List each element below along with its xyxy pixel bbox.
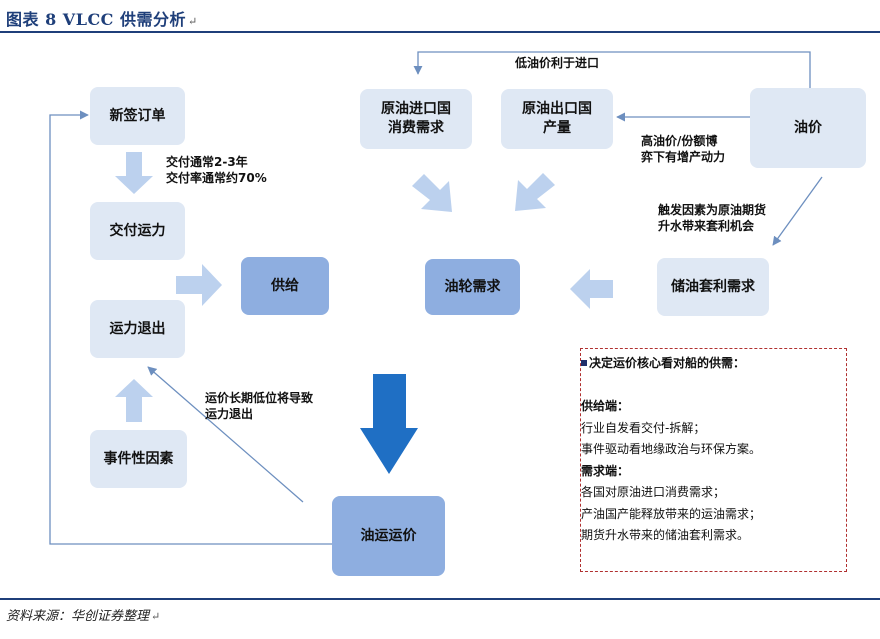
up-arrow-events-to-exit bbox=[115, 379, 153, 422]
panel-supply-item: 事件驱动看地缘政治与环保方案。 bbox=[581, 442, 762, 456]
tanker-demand-label: 油轮需求 bbox=[444, 278, 501, 295]
exporter-output-label-l1: 原油出口国 bbox=[522, 101, 592, 117]
storage-arbitrage-node: 储油套利需求 bbox=[657, 258, 769, 316]
storage-arbitrage-label: 储油套利需求 bbox=[671, 278, 755, 295]
delivery-note-l1: 交付通常2-3年 bbox=[166, 155, 248, 169]
low-rate-note-l1: 运价长期低位将导致 bbox=[205, 391, 314, 405]
new-orders-node: 新签订单 bbox=[90, 87, 185, 145]
right-arrow-capacity-to-supply bbox=[176, 264, 222, 306]
trigger-note: 触发因素为原油期货升水带来套利机会 bbox=[658, 202, 766, 234]
left-arrow-storage-to-demand bbox=[570, 269, 613, 309]
event-factors-label: 事件性因素 bbox=[103, 450, 174, 467]
down-arrow-orders-to-delivery bbox=[115, 152, 153, 194]
importer-demand-label-l1: 原油进口国 bbox=[381, 101, 451, 117]
delivered-capacity-label: 交付运力 bbox=[109, 222, 166, 239]
source-note: 资料来源：华创证券整理↵ bbox=[6, 605, 160, 624]
supply-node: 供给 bbox=[241, 257, 329, 315]
delivery-note-l2: 交付率通常约70% bbox=[166, 171, 267, 185]
freight-rate-label: 油运运价 bbox=[360, 527, 417, 544]
top-rule bbox=[0, 31, 880, 33]
tanker-demand-node: 油轮需求 bbox=[425, 259, 520, 315]
low-rate-note-l2: 运力退出 bbox=[205, 407, 254, 421]
source-text: 资料来源：华创证券整理 bbox=[6, 609, 150, 624]
panel-supply-item: 行业自发看交付-拆解； bbox=[581, 420, 706, 435]
key-points-panel: 决定运价核心看对船的供需： 供给端： 行业自发看交付-拆解； 事件驱动看地缘政治… bbox=[580, 348, 847, 572]
importer-demand-label-l2: 消费需求 bbox=[388, 120, 444, 136]
low-rate-note: 运价长期低位将导致运力退出 bbox=[205, 390, 313, 422]
freight-rate-node: 油运运价 bbox=[332, 496, 445, 576]
panel-header: 决定运价核心看对船的供需： bbox=[581, 353, 846, 375]
panel-demand-label: 需求端： bbox=[581, 463, 630, 478]
panel-demand-item: 产油国产能释放带来的运油需求； bbox=[581, 506, 762, 521]
low-price-connector bbox=[413, 51, 811, 88]
loop-connector bbox=[49, 110, 332, 545]
diag-arrow-exporter-to-demand bbox=[515, 173, 555, 211]
exporter-output-label-l2: 产量 bbox=[543, 120, 571, 136]
figure-title: 图表 8 VLCC 供需分析↵ bbox=[6, 6, 198, 30]
low-rate-connector bbox=[147, 366, 304, 503]
event-factors-node: 事件性因素 bbox=[90, 430, 187, 488]
figure-title-text: 图表 8 VLCC 供需分析 bbox=[6, 10, 186, 29]
trigger-note-l2: 升水带来套利机会 bbox=[658, 219, 755, 233]
oil-price-label: 油价 bbox=[794, 119, 822, 136]
down-arrow-demand-to-rate bbox=[360, 374, 418, 474]
importer-demand-node: 原油进口国消费需求 bbox=[360, 89, 472, 149]
panel-demand-item: 各国对原油进口消费需求； bbox=[581, 485, 726, 499]
capacity-exit-node: 运力退出 bbox=[90, 300, 185, 358]
delivered-capacity-node: 交付运力 bbox=[90, 202, 185, 260]
delivery-note: 交付通常2-3年交付率通常约70% bbox=[166, 154, 267, 186]
new-orders-label: 新签订单 bbox=[109, 107, 166, 124]
source-paragraph-mark: ↵ bbox=[151, 610, 161, 623]
trigger-connector bbox=[772, 176, 823, 246]
trigger-note-l1: 触发因素为原油期货 bbox=[658, 203, 767, 217]
panel-spacer bbox=[581, 375, 846, 397]
low-price-note: 低油价利于进口 bbox=[515, 56, 600, 70]
panel-supply-label: 供给端： bbox=[581, 399, 630, 413]
high-price-note-l2: 弈下有增产动力 bbox=[641, 150, 726, 164]
panel-demand-item: 期货升水带来的储油套利需求。 bbox=[581, 528, 750, 542]
title-paragraph-mark: ↵ bbox=[187, 15, 198, 28]
diag-arrow-importer-to-demand bbox=[412, 174, 452, 212]
oil-price-node: 油价 bbox=[750, 88, 866, 168]
bottom-rule bbox=[0, 598, 880, 600]
exporter-output-node: 原油出口国产量 bbox=[501, 89, 613, 149]
high-price-note-l1: 高油价/份额博 bbox=[641, 134, 718, 148]
high-price-note: 高油价/份额博弈下有增产动力 bbox=[641, 133, 725, 165]
supply-label: 供给 bbox=[271, 277, 299, 294]
capacity-exit-label: 运力退出 bbox=[109, 320, 166, 337]
